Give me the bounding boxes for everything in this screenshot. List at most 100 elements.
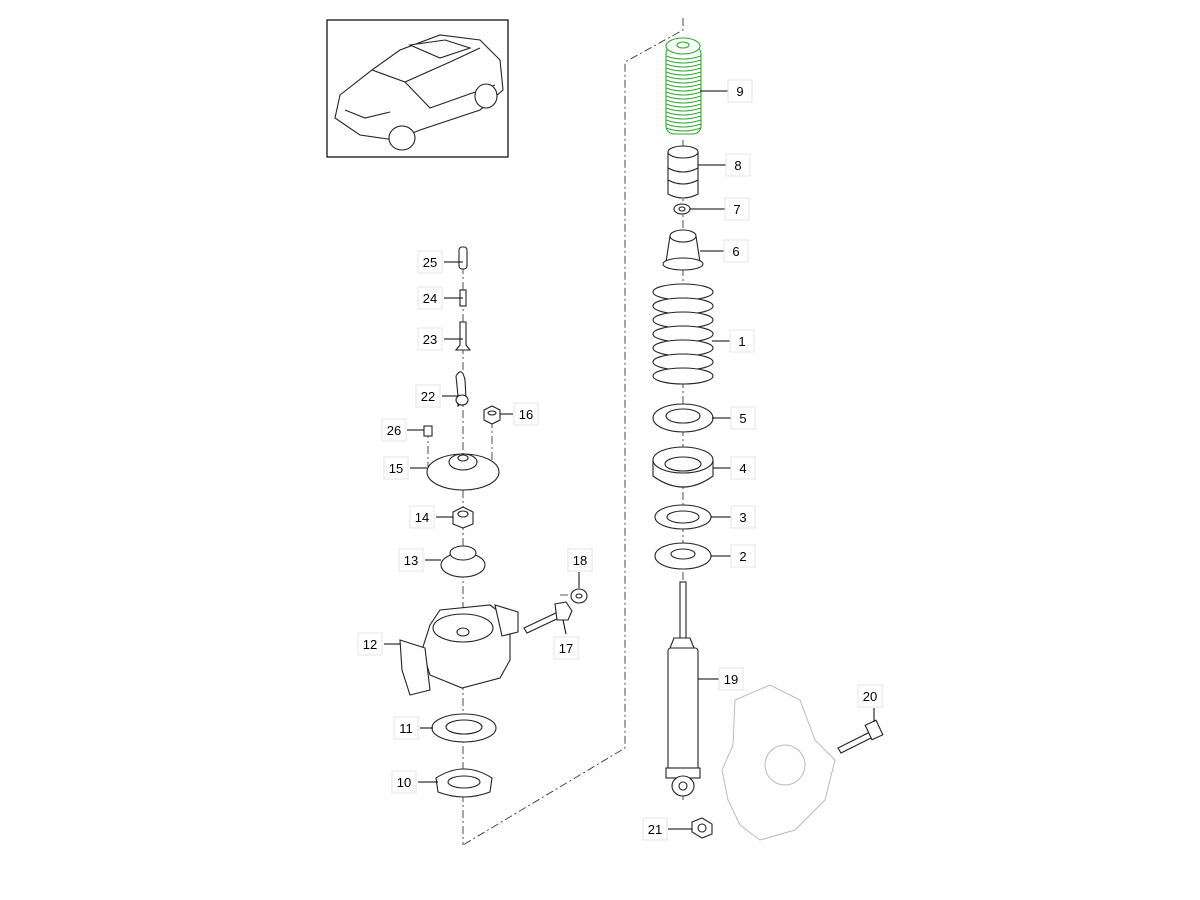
callout-3[interactable]: 3 [730,505,756,529]
callout-12[interactable]: 12 [357,632,383,656]
part-6-support[interactable] [662,229,704,271]
callout-box [724,197,750,221]
assembly-guide-line [427,18,684,846]
callout-box [391,770,417,794]
part-number: 14 [415,510,429,525]
callout-1[interactable]: 1 [729,329,755,353]
callout-box [417,250,443,274]
part-number: 11 [399,721,413,736]
callout-box [730,456,756,480]
part-number: 7 [733,202,740,217]
callout-box [729,329,755,353]
part-15-top-mount[interactable] [426,453,500,491]
vehicle-thumbnail[interactable] [326,19,509,158]
callout-25[interactable]: 25 [417,250,443,274]
callout-box [730,505,756,529]
callout-20[interactable]: 20 [857,684,883,708]
part-number: 23 [423,332,437,347]
part-26-nut[interactable] [423,425,433,437]
callout-box [642,817,668,841]
callout-box [393,716,419,740]
part-21-nut[interactable] [691,817,713,839]
leader-lines [384,90,875,830]
callout-box [357,632,383,656]
callout-box [725,153,751,177]
part-number: 10 [397,775,411,790]
part-1-coil-spring[interactable] [652,283,714,385]
callout-13[interactable]: 13 [398,548,424,572]
callout-23[interactable]: 23 [417,327,443,351]
callout-26[interactable]: 26 [381,418,407,442]
callout-box [567,548,593,572]
wheel-carrier [721,684,836,841]
callout-box [730,406,756,430]
callout-box [417,286,443,310]
part-number: 16 [519,407,533,422]
part-number: 17 [559,641,573,656]
part-11-spring-pad[interactable] [431,713,497,743]
part-number: 24 [423,291,437,306]
callout-box [383,456,409,480]
callout-11[interactable]: 11 [393,716,419,740]
part-number: 6 [732,244,739,259]
part-19-shock-absorber[interactable] [665,581,701,797]
callout-box [718,667,744,691]
callout-box [415,384,441,408]
callout-5[interactable]: 5 [730,406,756,430]
callout-box [730,544,756,568]
part-7-washer[interactable] [673,203,691,215]
callout-7[interactable]: 7 [724,197,750,221]
callout-21[interactable]: 21 [642,817,668,841]
callout-18[interactable]: 18 [567,548,593,572]
callout-2[interactable]: 2 [730,544,756,568]
part-9-protective-sleeve[interactable] [665,37,702,135]
callout-17[interactable]: 17 [553,636,579,660]
callout-box [857,684,883,708]
callout-14[interactable]: 14 [409,505,435,529]
part-number: 12 [363,637,377,652]
part-25-valve[interactable] [458,246,468,270]
part-number: 2 [739,549,746,564]
callout-9[interactable]: 9 [727,79,753,103]
callout-box [553,636,579,660]
part-17-bolt[interactable] [523,601,573,634]
callout-15[interactable]: 15 [383,456,409,480]
part-22-fitting[interactable] [455,371,469,408]
part-number: 25 [423,255,437,270]
part-12-mount-housing[interactable] [399,604,519,696]
callout-10[interactable]: 10 [391,770,417,794]
part-3-plate[interactable] [654,504,712,530]
part-14-nut[interactable] [452,506,474,529]
callout-24[interactable]: 24 [417,286,443,310]
part-number: 9 [736,84,743,99]
part-10-spring-pad[interactable] [435,768,493,798]
part-18-washer[interactable] [570,588,588,604]
part-16-nut[interactable] [483,405,501,425]
part-number: 1 [738,334,745,349]
callout-box [727,79,753,103]
callout-box [417,327,443,351]
part-23-bolt[interactable] [454,321,472,351]
part-2-spring-plate[interactable] [654,542,712,570]
callout-16[interactable]: 16 [513,402,539,426]
part-number: 22 [421,389,435,404]
part-13-bearing[interactable] [440,545,486,578]
part-5-spring-pad[interactable] [652,403,714,433]
part-number: 3 [739,510,746,525]
part-4-spring-seat[interactable] [652,446,714,488]
part-number: 13 [404,553,418,568]
part-number: 19 [724,672,738,687]
part-number: 20 [863,689,877,704]
callout-8[interactable]: 8 [725,153,751,177]
callout-box [409,505,435,529]
part-20-bolt[interactable] [837,719,884,754]
callout-box [398,548,424,572]
callout-22[interactable]: 22 [415,384,441,408]
part-8-bump-stop[interactable] [667,145,699,199]
part-number: 5 [739,411,746,426]
callout-4[interactable]: 4 [730,456,756,480]
callout-box [513,402,539,426]
callout-6[interactable]: 6 [723,239,749,263]
callout-19[interactable]: 19 [718,667,744,691]
